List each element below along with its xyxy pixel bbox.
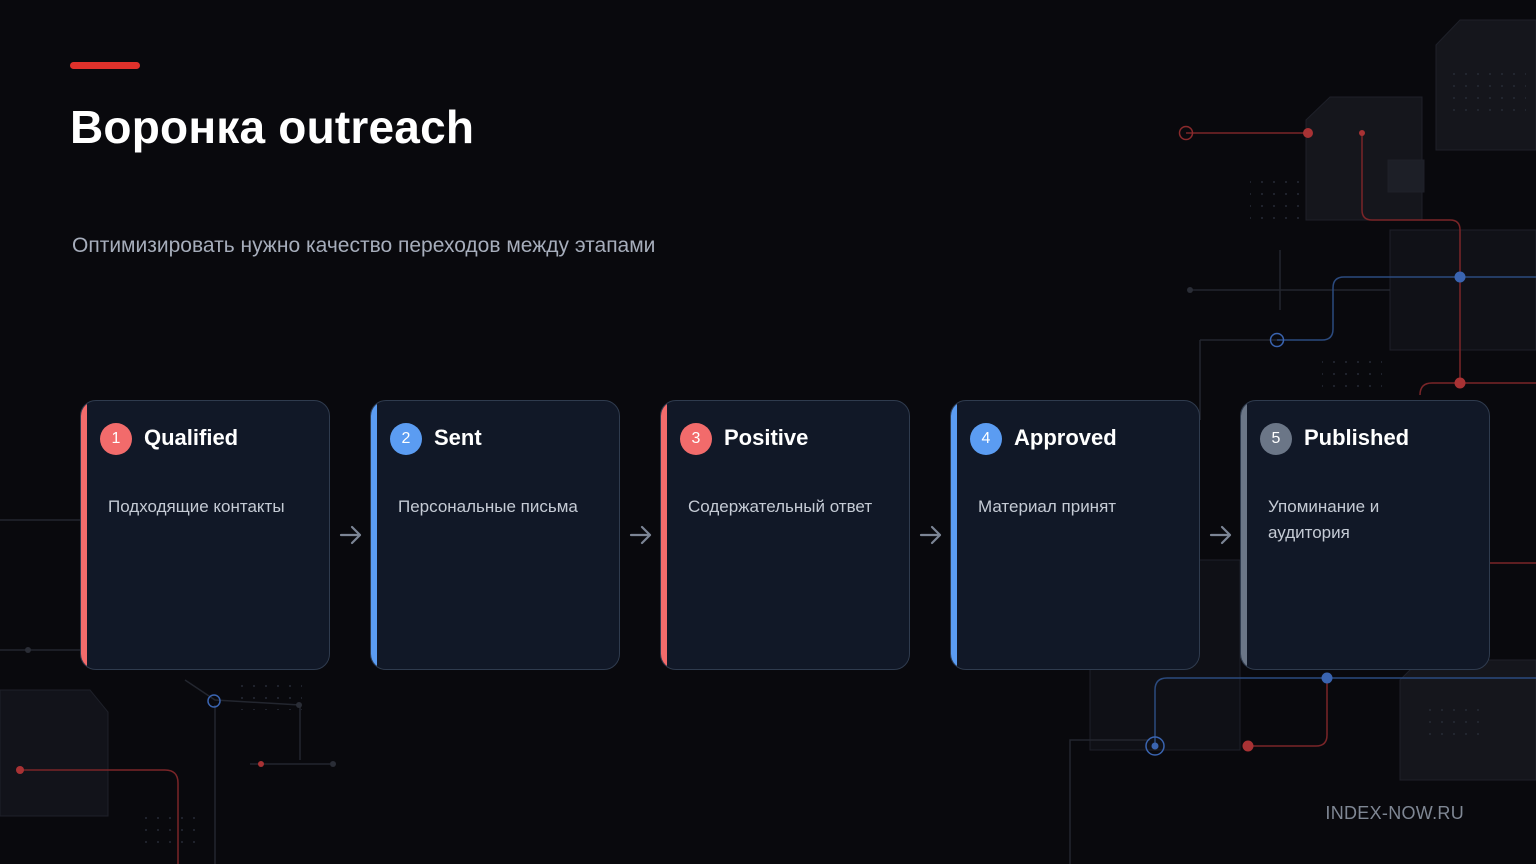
stage-card-positive: 3 Positive Содержательный ответ <box>660 400 910 670</box>
arrow-right-icon <box>339 525 362 545</box>
stage-name: Sent <box>434 425 482 450</box>
title-accent-bar <box>70 62 140 69</box>
stage-number-badge: 4 <box>970 423 1002 455</box>
arrow-right-icon <box>1209 525 1232 545</box>
slide-title: Воронка outreach <box>70 101 475 153</box>
stage-card-published: 5 Published Упоминание и аудитория <box>1240 400 1490 670</box>
stage-description: Персональные письма <box>398 497 578 516</box>
stage-number-badge: 2 <box>390 423 422 455</box>
arrow-right-icon <box>629 525 652 545</box>
stage-color-stripe <box>661 401 667 669</box>
stage-color-stripe <box>1241 401 1247 669</box>
stage-number-badge: 1 <box>100 423 132 455</box>
stage-description: Материал принят <box>978 497 1117 516</box>
stage-color-stripe <box>951 401 957 669</box>
arrow-right-icon <box>919 525 942 545</box>
stage-name: Published <box>1304 425 1410 450</box>
stage-card-qualified: 1 Qualified Подходящие контакты <box>80 400 330 670</box>
stage-description: Упоминание и аудитория <box>1268 497 1380 542</box>
stage-description: Подходящие контакты <box>108 497 285 516</box>
stage-name: Positive <box>724 425 809 450</box>
stage-name: Qualified <box>144 425 239 450</box>
stage-card-approved: 4 Approved Материал принят <box>950 400 1200 670</box>
stage-color-stripe <box>371 401 377 669</box>
stage-description: Содержательный ответ <box>688 497 873 516</box>
footer-site-label: INDEX-NOW.RU <box>1325 803 1464 823</box>
stage-card-sent: 2 Sent Персональные письма <box>370 400 620 670</box>
stage-number-badge: 5 <box>1260 423 1292 455</box>
stage-color-stripe <box>81 401 87 669</box>
stage-number-badge: 3 <box>680 423 712 455</box>
slide-subtitle: Оптимизировать нужно качество переходов … <box>72 234 656 257</box>
stage-name: Approved <box>1014 425 1117 450</box>
